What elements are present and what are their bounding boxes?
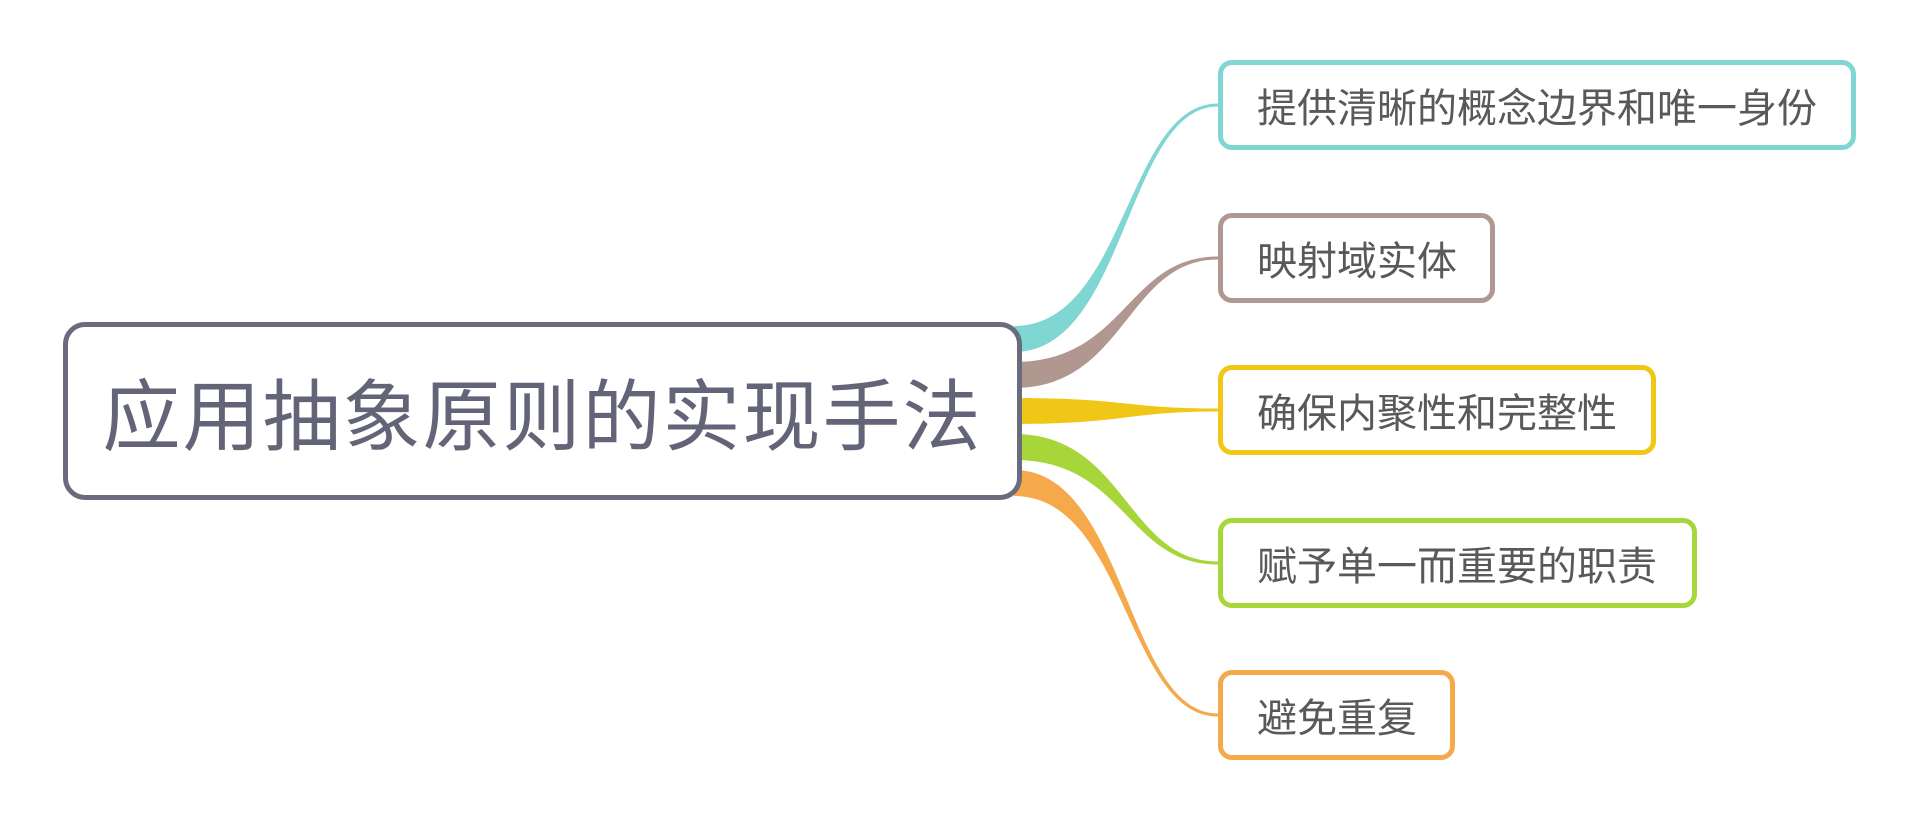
root-topic[interactable]: 应用抽象原则的实现手法 [63,322,1022,500]
root-topic-label: 应用抽象原则的实现手法 [102,373,983,463]
branch-topic-label: 映射域实体 [1257,239,1457,285]
connector-2 [1014,398,1218,424]
branch-topic-cohesion[interactable]: 确保内聚性和完整性 [1218,365,1656,455]
branch-topic-map-domain-entity[interactable]: 映射域实体 [1218,213,1495,303]
branch-topic-avoid-duplication[interactable]: 避免重复 [1218,670,1455,760]
connector-1 [1014,256,1218,388]
branch-topic-label: 赋予单一而重要的职责 [1257,544,1657,590]
connector-4 [1014,470,1218,717]
branch-topic-concept-boundary[interactable]: 提供清晰的概念边界和唯一身份 [1218,60,1856,150]
branch-topic-label: 确保内聚性和完整性 [1257,391,1617,437]
connector-3 [1014,434,1218,565]
branch-topic-label: 提供清晰的概念边界和唯一身份 [1257,86,1817,132]
branch-topic-single-responsibility[interactable]: 赋予单一而重要的职责 [1218,518,1697,608]
branch-topic-label: 避免重复 [1257,696,1417,742]
connector-0 [1014,103,1218,352]
